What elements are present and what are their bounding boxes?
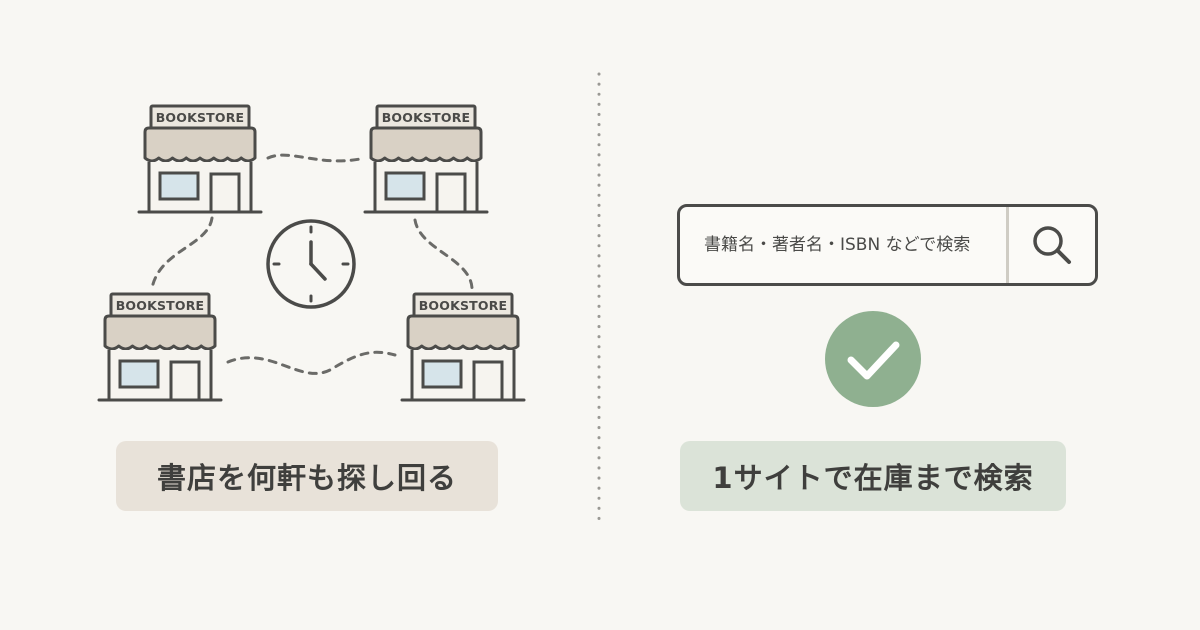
store-sign: BOOKSTORE [156, 110, 245, 125]
left-caption-badge: 書店を何軒も探し回る [116, 441, 498, 511]
bookstore-icon: BOOKSTORE [363, 104, 489, 214]
right-caption-text: 1サイトで在庫まで検索 [712, 461, 1034, 495]
route-path [266, 153, 367, 163]
search-bar [677, 204, 1098, 286]
bookstore-icon: BOOKSTORE [400, 292, 526, 402]
route-path [150, 216, 214, 290]
route-paths [150, 153, 474, 375]
store-sign: BOOKSTORE [382, 110, 471, 125]
route-path [413, 218, 474, 290]
bookstore-icon: BOOKSTORE [97, 292, 223, 402]
search-button[interactable] [1009, 207, 1095, 283]
store-sign: BOOKSTORE [116, 298, 205, 313]
right-caption-badge: 1サイトで在庫まで検索 [680, 441, 1066, 511]
magnifier-icon [1033, 226, 1071, 264]
left-caption-text: 書店を何軒も探し回る [156, 461, 457, 495]
search-input[interactable] [680, 207, 1006, 283]
route-path [226, 350, 397, 375]
clock-icon [266, 219, 356, 309]
store-sign: BOOKSTORE [419, 298, 508, 313]
check-icon [825, 311, 921, 407]
search-divider [1006, 207, 1009, 283]
bookstore-icon: BOOKSTORE [137, 104, 263, 214]
